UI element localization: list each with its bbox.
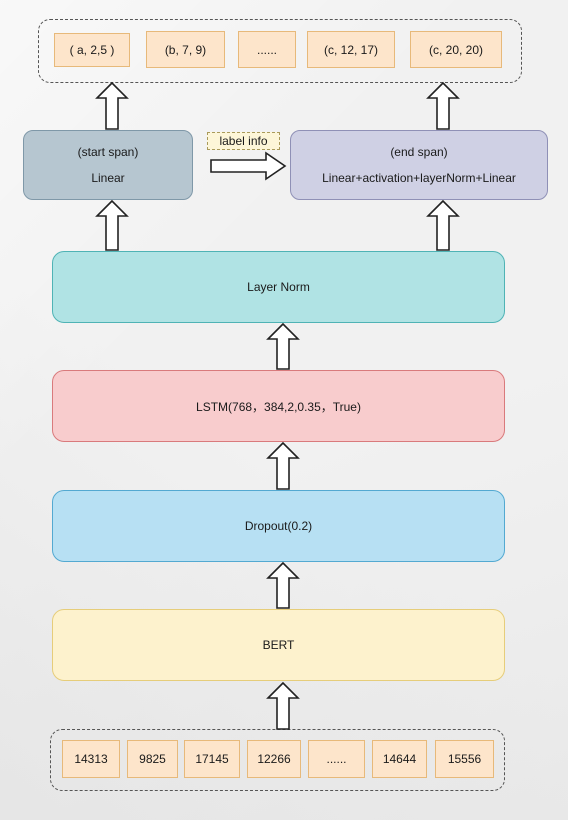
arrow-end-to-outputs	[426, 81, 460, 130]
arrow-layernorm-to-end	[426, 199, 460, 251]
input-token-3: 17145	[184, 740, 240, 778]
start-span-title: (start span)	[77, 145, 139, 159]
arrow-lstm-to-layernorm	[266, 322, 300, 370]
end-span-head: (end span) Linear+activation+layerNorm+L…	[290, 130, 548, 200]
end-span-body: Linear+activation+layerNorm+Linear	[322, 171, 516, 185]
arrow-start-to-end	[210, 151, 287, 181]
input-token-2: 9825	[127, 740, 178, 778]
dropout-block: Dropout(0.2)	[52, 490, 505, 562]
input-token-1: 14313	[62, 740, 120, 778]
input-token-ellipsis: ......	[308, 740, 365, 778]
input-token-5: 14644	[372, 740, 427, 778]
arrow-input-to-bert	[266, 681, 300, 730]
output-span-4: (c, 20, 20)	[410, 31, 502, 68]
end-span-title: (end span)	[390, 145, 448, 159]
output-span-ellipsis: ......	[238, 31, 296, 68]
output-span-3: (c, 12, 17)	[307, 31, 395, 68]
bert-block: BERT	[52, 609, 505, 681]
arrow-bert-to-dropout	[266, 561, 300, 609]
lstm-block: LSTM(768，384,2,0.35，True)	[52, 370, 505, 442]
output-span-1: ( a, 2,5 )	[54, 33, 130, 67]
input-token-6: 15556	[435, 740, 494, 778]
arrow-start-to-outputs	[95, 81, 129, 130]
output-spans-group	[38, 19, 522, 83]
start-span-body: Linear	[91, 171, 125, 185]
input-token-4: 12266	[247, 740, 301, 778]
output-span-2: (b, 7, 9)	[146, 31, 225, 68]
start-span-head: (start span) Linear	[23, 130, 193, 200]
label-info-badge: label info	[207, 132, 280, 150]
arrow-dropout-to-lstm	[266, 441, 300, 490]
arrow-layernorm-to-start	[95, 199, 129, 251]
layer-norm-block: Layer Norm	[52, 251, 505, 323]
